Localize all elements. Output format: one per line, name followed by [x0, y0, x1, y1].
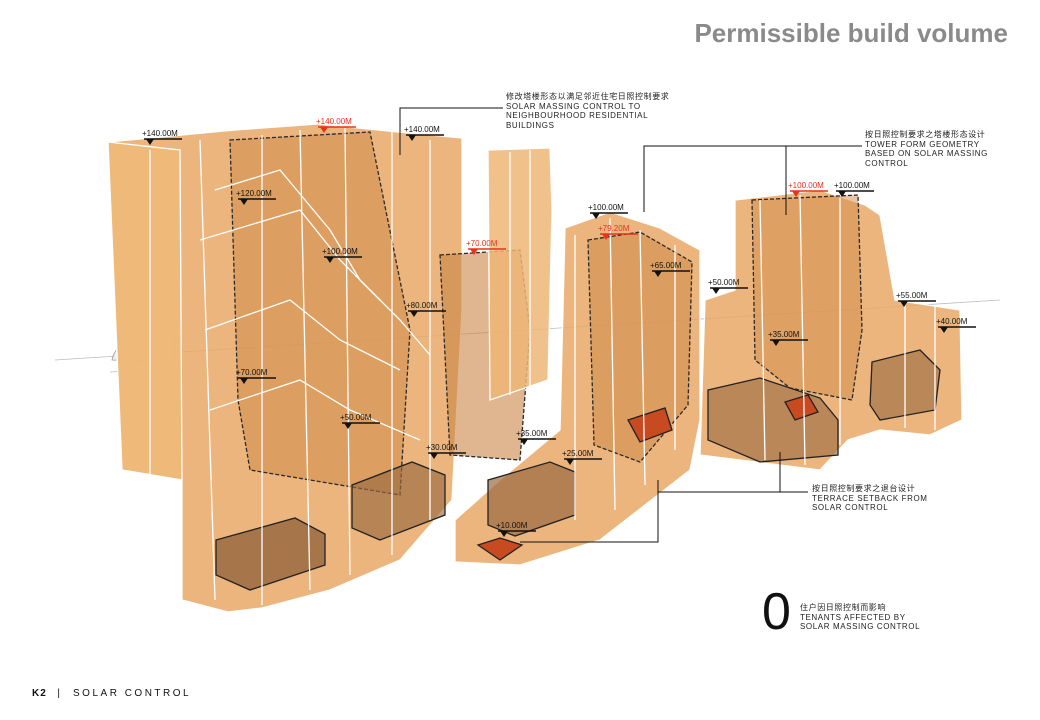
level-label: +120.00M [236, 189, 272, 198]
level-marker: +79.20M [598, 224, 638, 240]
level-marker: +55.00M [896, 291, 936, 307]
level-triangle-icon [146, 139, 154, 145]
level-markers: +140.00M +140.00M +140.00M +120.00M +100.00M… [142, 117, 976, 537]
annotation-tenants-line2: SOLAR MASSING CONTROL [800, 622, 921, 631]
level-triangle-icon [500, 531, 508, 537]
footer-divider: | [52, 688, 68, 699]
level-marker: +25.00M [562, 449, 602, 465]
annotation-terrace-cn: 按日照控制要求之退台设计 [812, 484, 916, 493]
level-marker: +10.00M [496, 521, 536, 537]
level-label: +25.00M [562, 449, 594, 458]
left-tower-volume [107, 123, 531, 613]
level-label: +35.00M [516, 429, 548, 438]
annotation-tower-line2: BASED ON SOLAR MASSING [865, 149, 989, 158]
annotation-tenants: 住户因日照控制而影响 TENANTS AFFECTED BY SOLAR MAS… [800, 603, 920, 632]
level-label: +80.00M [406, 301, 438, 310]
level-marker: +140.00M [316, 117, 356, 133]
level-marker: +80.00M [406, 301, 446, 317]
level-triangle-icon [240, 378, 248, 384]
footer: K2 | SOLAR CONTROL [32, 688, 191, 699]
level-marker: +30.00M [426, 443, 466, 459]
level-triangle-icon [900, 301, 908, 307]
level-triangle-icon [326, 257, 334, 263]
annotation-massing-line3: BUILDINGS [506, 120, 555, 130]
level-marker: +140.00M [404, 125, 444, 141]
level-label: +100.00M [788, 181, 824, 190]
page-title: Permissible build volume [694, 18, 1008, 48]
level-label: +10.00M [496, 521, 528, 530]
level-label: +140.00M [404, 125, 440, 134]
annotation-terrace-line1: TERRACE SETBACK FROM [812, 493, 928, 503]
level-label: +70.00M [236, 368, 268, 377]
right-tower-volume [699, 189, 963, 471]
leader-lines [399, 107, 862, 543]
annotation-tower-line1: TOWER FORM GEOMETRY [865, 139, 980, 149]
level-marker: +140.00M [142, 129, 182, 145]
level-triangle-icon [940, 327, 948, 333]
level-label: +140.00M [316, 117, 352, 126]
annotation-massing-line2: NEIGHBOURHOOD RESIDENTIAL [506, 111, 649, 120]
level-marker: +70.00M [466, 239, 506, 255]
level-marker: +50.00M [708, 278, 748, 294]
level-triangle-icon [408, 135, 416, 141]
level-label: +55.00M [896, 291, 928, 300]
level-label: +50.00M [708, 278, 740, 287]
level-marker: +100.00M [788, 181, 828, 197]
annotation-tower: 按日照控制要求之塔楼形态设计 TOWER FORM GEOMETRY BASED… [865, 130, 988, 168]
level-triangle-icon [772, 340, 780, 346]
annotation-massing-cn: 修改塔楼形态以满足邻近住宅日照控制要求 [506, 92, 670, 101]
level-triangle-icon [320, 127, 328, 133]
level-triangle-icon [838, 191, 846, 197]
level-triangle-icon [792, 191, 800, 197]
level-marker: +35.00M [516, 429, 556, 445]
tenants-count: 0 [762, 583, 791, 641]
level-label: +65.00M [650, 261, 682, 270]
annotation-massing-line1: SOLAR MASSING CONTROL TO [506, 101, 641, 111]
level-label: +100.00M [834, 181, 870, 190]
annotation-massing: 修改塔楼形态以满足邻近住宅日照控制要求 SOLAR MASSING CONTRO… [506, 92, 669, 130]
level-label: +140.00M [142, 129, 178, 138]
level-marker: +50.00M [340, 413, 380, 429]
annotation-terrace: 按日照控制要求之退台设计 TERRACE SETBACK FROM SOLAR … [812, 484, 928, 513]
level-triangle-icon [240, 199, 248, 205]
level-label: +100.00M [588, 203, 624, 212]
level-label: +70.00M [466, 239, 498, 248]
level-marker: +100.00M [588, 203, 628, 219]
level-label: +50.00M [340, 413, 372, 422]
level-label: +30.00M [426, 443, 458, 452]
level-label: +40.00M [936, 317, 968, 326]
annotation-tenants-cn: 住户因日照控制而影响 [800, 603, 886, 612]
level-triangle-icon [602, 234, 610, 240]
annotation-tower-cn: 按日照控制要求之塔楼形态设计 [865, 130, 986, 139]
level-marker: +120.00M [236, 189, 276, 205]
level-marker: +65.00M [650, 261, 690, 277]
level-label: +79.20M [598, 224, 630, 233]
footer-section: SOLAR CONTROL [73, 688, 192, 699]
annotation-terrace-line2: SOLAR CONTROL [812, 503, 889, 512]
level-triangle-icon [566, 459, 574, 465]
level-label: +100.00M [322, 247, 358, 256]
level-triangle-icon [470, 249, 478, 255]
footer-code: K2 [32, 688, 47, 699]
level-triangle-icon [430, 453, 438, 459]
level-label: +35.00M [768, 330, 800, 339]
annotation-tenants-line1: TENANTS AFFECTED BY [800, 612, 906, 622]
level-triangle-icon [592, 213, 600, 219]
level-marker: +70.00M [236, 368, 276, 384]
level-triangle-icon [344, 423, 352, 429]
level-triangle-icon [654, 271, 662, 277]
level-marker: +40.00M [936, 317, 976, 333]
annotation-tower-line3: CONTROL [865, 158, 909, 168]
level-marker: +35.00M [768, 330, 808, 346]
level-triangle-icon [410, 311, 418, 317]
level-triangle-icon [712, 288, 720, 294]
level-triangle-icon [520, 439, 528, 445]
middle-tower-volume [454, 147, 701, 566]
level-marker: +100.00M [322, 247, 362, 263]
level-marker: +100.00M [834, 181, 874, 197]
